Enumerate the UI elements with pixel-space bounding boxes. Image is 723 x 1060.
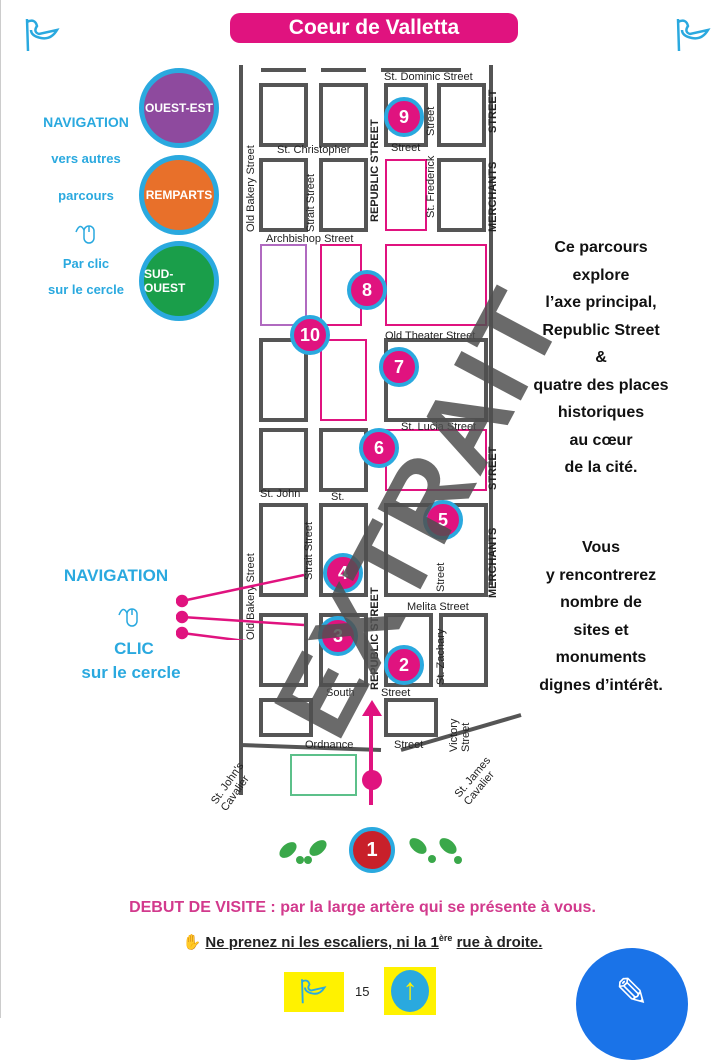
- nav-text: sur le cercle: [48, 282, 124, 297]
- street-label: Street: [381, 687, 411, 699]
- marker-7[interactable]: 7: [379, 347, 419, 387]
- description-1: Ce parcours explore l’axe principal, Republ…: [521, 234, 681, 482]
- marker-4[interactable]: 4: [323, 553, 363, 593]
- pointer-lines: [176, 573, 305, 640]
- start-dot: [362, 770, 382, 790]
- edit-fab-button[interactable]: ✎: [576, 948, 688, 1060]
- desc-line: Republic Street: [542, 321, 660, 339]
- street-label: Street: [394, 739, 424, 751]
- street-label: St.: [331, 491, 345, 503]
- marker-5[interactable]: 5: [423, 500, 463, 540]
- desc-line: Vous: [582, 539, 620, 556]
- footsteps-icon: [409, 838, 462, 864]
- street-label: St. Frederick: [425, 155, 437, 218]
- street-label: St. Zachary: [435, 628, 447, 685]
- street-label: Old Bakery Street: [245, 145, 257, 232]
- hand-stop-icon: ✋: [182, 934, 202, 951]
- marker-6[interactable]: 6: [359, 428, 399, 468]
- nav-heading: NAVIGATION: [43, 114, 129, 130]
- warn-sup: ère: [438, 933, 453, 943]
- nav-text: Par clic: [62, 256, 110, 271]
- street-label: St. Christopher: [277, 144, 351, 156]
- nav-text: parcours: [58, 188, 114, 203]
- desc-line: dignes d’intérêt.: [539, 676, 663, 694]
- street-label: Archbishop Street: [266, 233, 354, 245]
- street-label: STREET: [487, 89, 499, 133]
- desc-line: explore: [572, 266, 630, 284]
- arrow-up-icon: [362, 700, 382, 716]
- street-label: Old Theater Street: [385, 330, 476, 342]
- clic-sub-label: sur le cercle: [81, 663, 181, 682]
- page-title: Coeur de Valletta: [230, 13, 518, 43]
- street-label: St. John: [260, 488, 301, 500]
- nav-heading-left: NAVIGATION: [63, 566, 169, 585]
- desc-line: monuments: [555, 649, 647, 666]
- desc-line: y rencontrerez: [545, 566, 657, 584]
- street-label: South: [326, 687, 355, 699]
- desc-line: quatre des places: [533, 376, 669, 394]
- nav-text: vers autres: [51, 151, 121, 166]
- clic-label: CLIC: [114, 639, 154, 658]
- street-label: Ordnance: [305, 739, 354, 751]
- home-flag-button[interactable]: [284, 972, 344, 1012]
- flag-icon[interactable]: [23, 16, 63, 56]
- warn-a: Ne prenez ni les escaliers, ni la 1: [205, 934, 439, 951]
- up-arrow-button[interactable]: ↑: [384, 967, 436, 1015]
- desc-line: nombre de: [560, 594, 642, 611]
- street-label: Street: [391, 142, 421, 154]
- marker-3[interactable]: 3: [318, 616, 358, 656]
- desc-line: au cœur: [569, 431, 633, 449]
- route-ouest-est-button[interactable]: OUEST-EST: [139, 68, 219, 148]
- debut-text: DEBUT DE VISITE : par la large artère qu…: [129, 899, 596, 916]
- street-label: St. Dominic Street: [384, 71, 473, 83]
- street-label: Victory Street: [448, 718, 472, 752]
- marker-10[interactable]: 10: [290, 315, 330, 355]
- desc-line: historiques: [557, 404, 645, 421]
- street-label: MERCHANTS: [487, 527, 499, 598]
- marker-1-start[interactable]: 1: [349, 827, 395, 873]
- route-sud-ouest-button[interactable]: SUD-OUEST: [139, 241, 219, 321]
- page-number: 15: [355, 984, 370, 999]
- street-label: Melita Street: [407, 601, 469, 613]
- street-label: MERCHANTS: [487, 161, 499, 232]
- marker-8[interactable]: 8: [347, 270, 387, 310]
- warn-b: rue à droite.: [456, 934, 543, 951]
- street-label: Strait Street: [305, 173, 317, 232]
- street-label: Street: [425, 106, 437, 136]
- footsteps-icon: [279, 840, 327, 864]
- desc-line: Ce parcours: [554, 239, 648, 256]
- desc-line: sites et: [573, 621, 629, 639]
- warning-text: ✋ Ne prenez ni les escaliers, ni la 1ère…: [1, 933, 723, 951]
- street-label: REPUBLIC STREET: [369, 119, 381, 222]
- desc-line: &: [595, 349, 607, 366]
- flag-icon[interactable]: [674, 16, 714, 56]
- desc-line: de la cité.: [564, 459, 638, 476]
- description-2: Vous y rencontrerez nombre de sites et monum…: [521, 534, 681, 699]
- pencil-icon: ✎: [615, 971, 649, 1015]
- desc-line: l’axe principal,: [545, 294, 657, 311]
- route-remparts-button[interactable]: REMPARTS: [139, 155, 219, 235]
- street-label: St. Lucia Street: [401, 421, 477, 433]
- mouse-icon: [117, 603, 141, 634]
- marker-9[interactable]: 9: [384, 97, 424, 137]
- marker-2[interactable]: 2: [384, 645, 424, 685]
- mouse-icon: [74, 220, 98, 251]
